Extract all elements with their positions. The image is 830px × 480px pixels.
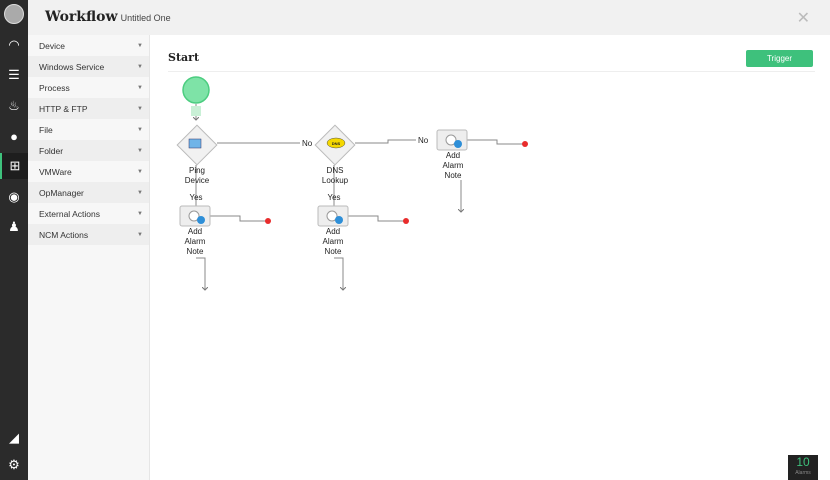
sidebar-item-windows-service[interactable]: Windows Service▼ (28, 56, 149, 77)
settings-icon[interactable]: ⚙ (8, 457, 20, 472)
svg-text:Alarm: Alarm (443, 161, 464, 170)
reports-icon[interactable]: ◢ (9, 430, 19, 445)
caret-icon: ▼ (137, 189, 143, 196)
sidebar-item-opmanager[interactable]: OpManager▼ (28, 182, 149, 203)
sidebar-item-device[interactable]: Device▼ (39, 40, 143, 51)
connector (210, 215, 266, 222)
user-icon[interactable]: ♟ (8, 219, 20, 234)
caret-icon: ▼ (137, 147, 143, 154)
sidebar-item-http-ftp[interactable]: HTTP & FTP▼ (28, 98, 149, 119)
add-icon (335, 216, 343, 224)
sidebar-item-file[interactable]: File▼ (39, 124, 143, 135)
connector (467, 139, 523, 145)
start-node[interactable] (182, 76, 210, 104)
inventory-icon[interactable]: ☰ (8, 67, 20, 82)
svg-text:Add: Add (188, 227, 202, 236)
end-dot[interactable] (403, 218, 409, 224)
workflow-name[interactable]: Untitled One (120, 13, 171, 23)
svg-text:Alarm: Alarm (185, 237, 206, 246)
caret-icon: ▼ (137, 84, 143, 91)
caret-icon: ▼ (137, 42, 143, 49)
workflow-icon[interactable]: ⊞ (0, 153, 28, 179)
monitor-icon (188, 138, 202, 149)
svg-text:DNS: DNS (327, 166, 344, 175)
dns-icon (326, 137, 346, 149)
caret-icon: ▼ (137, 210, 143, 217)
sidebar-item-process[interactable]: Process▼ (39, 82, 143, 93)
yes-label: Yes (189, 193, 202, 202)
trigger-button[interactable]: Trigger (746, 50, 813, 67)
alarm-icon[interactable]: ♨ (8, 98, 20, 113)
ping-device-node[interactable]: Ping Device (176, 124, 218, 185)
add-icon (197, 216, 205, 224)
divider (168, 71, 815, 72)
start-link-handle[interactable] (191, 106, 201, 116)
svg-text:Note: Note (325, 247, 342, 256)
nav-rail: ◠ ☰ ♨ ● ⊞ ◉ ♟ ◢ ⚙ (0, 0, 28, 480)
dashboard-icon[interactable]: ◠ (8, 37, 20, 52)
yes-label: Yes (327, 193, 340, 202)
svg-text:Lookup: Lookup (322, 176, 349, 185)
sidebar-item-vmware[interactable]: VMWare▼ (39, 166, 143, 177)
avatar[interactable] (4, 4, 24, 24)
close-icon[interactable]: ✕ (796, 10, 810, 27)
no-label: No (418, 136, 429, 145)
svg-text:DNS: DNS (332, 141, 341, 146)
end-dot[interactable] (265, 218, 271, 224)
svg-text:Ping: Ping (189, 166, 205, 175)
end-dot[interactable] (522, 141, 528, 147)
no-label: No (302, 139, 313, 148)
dns-lookup-node[interactable]: DNS DNS Lookup (314, 124, 356, 185)
workflow-canvas[interactable]: Start Trigger Ping Device DNS DNS Lookup… (150, 35, 830, 480)
sidebar: Device▼ Windows Service▼ Process▼ HTTP &… (28, 35, 150, 480)
svg-text:Add: Add (446, 151, 460, 160)
connector (196, 257, 205, 290)
chat-icon[interactable]: ◉ (8, 189, 20, 204)
svg-text:Note: Note (445, 171, 462, 180)
caret-icon: ▼ (137, 63, 143, 70)
connector (355, 139, 416, 144)
caret-icon: ▼ (137, 231, 143, 238)
caret-icon: ▼ (137, 105, 143, 112)
add-icon (454, 140, 462, 148)
canvas-title: Start (168, 51, 200, 64)
connector (334, 257, 343, 290)
svg-text:Note: Note (187, 247, 204, 256)
workflow-diagram: Ping Device DNS DNS Lookup No No Yes Yes… (176, 76, 528, 480)
map-pin-icon[interactable]: ● (10, 128, 18, 144)
svg-text:Add: Add (326, 227, 340, 236)
connector (348, 215, 404, 222)
svg-text:Device: Device (185, 176, 210, 185)
caret-icon: ▼ (137, 126, 143, 133)
caret-icon: ▼ (137, 168, 143, 175)
sidebar-item-folder[interactable]: Folder▼ (28, 140, 149, 161)
sidebar-item-external-actions[interactable]: External Actions▼ (39, 208, 143, 219)
svg-text:Alarm: Alarm (323, 237, 344, 246)
sidebar-item-ncm-actions[interactable]: NCM Actions▼ (28, 224, 149, 245)
